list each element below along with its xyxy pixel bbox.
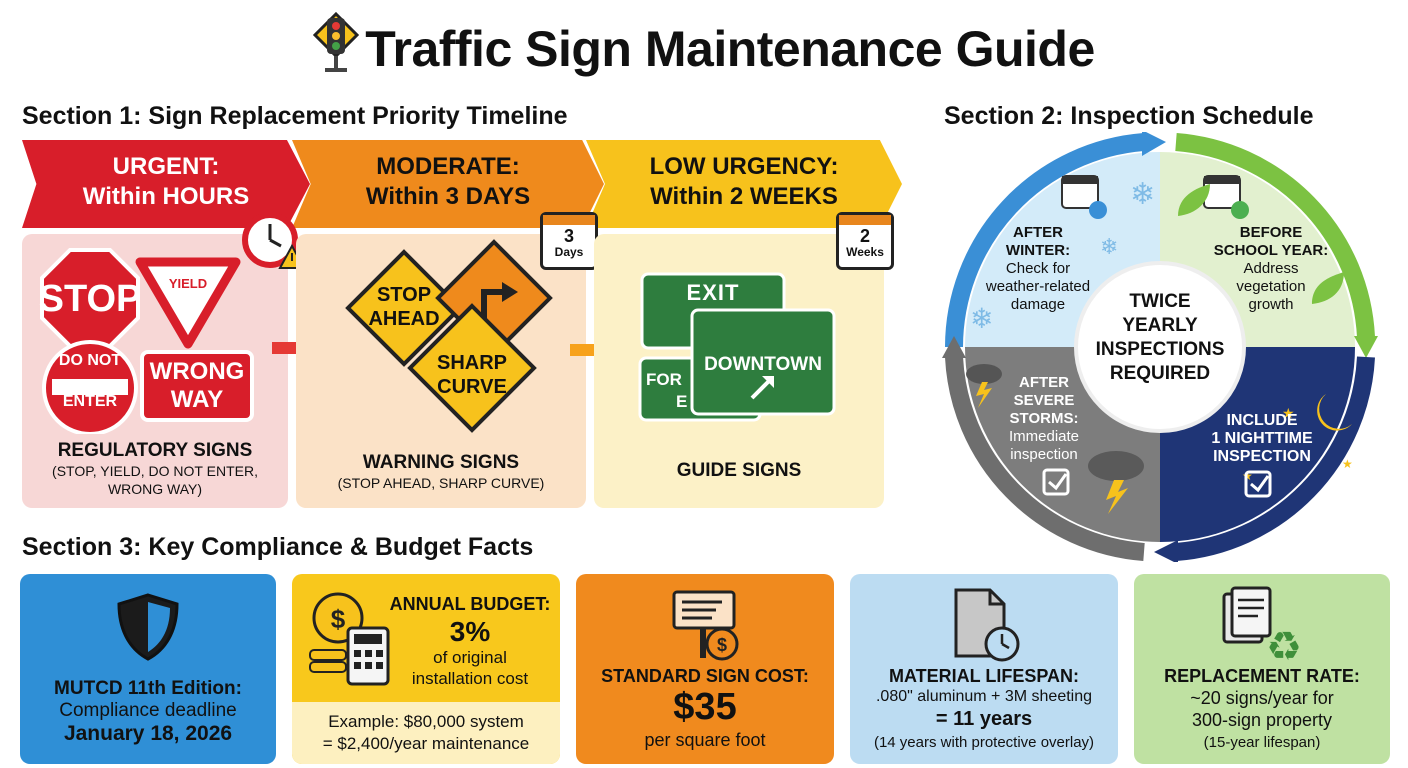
sign-price-icon: $ — [672, 590, 739, 661]
traffic-light-icon — [313, 12, 360, 72]
sign-cost-card: $ STANDARD SIGN COST: $35 per square foo… — [576, 574, 834, 764]
after-winter-text: AFTER WINTER: Check for weather-related … — [985, 224, 1091, 313]
yield-sign-text: YIELD — [168, 276, 208, 291]
regulatory-panel: STOP YIELD DO NOT ENTER WRONG WAY REGULA… — [22, 234, 288, 508]
budget-desc-2: installation cost — [411, 669, 529, 688]
budget-example-area — [292, 702, 560, 764]
regulatory-caption: REGULATORY SIGNS (STOP, YIELD, DO NOT EN… — [52, 440, 258, 497]
lifespan-material: .080" aluminum + 3M sheeting — [875, 688, 1093, 705]
shield-icon — [117, 593, 179, 661]
aluminum-sheet-clock-icon — [954, 588, 1020, 662]
annual-budget-card: $ ANNUAL BUDGET: 3% of original installa… — [292, 574, 560, 764]
section3-heading: Section 3: Key Compliance & Budget Facts — [22, 533, 534, 561]
sharp-curve-line1: SHARP — [436, 352, 507, 374]
twice-yearly-center: TWICE YEARLY INSPECTIONS REQUIRED — [1095, 291, 1225, 384]
exit-sign-text: EXIT — [686, 280, 740, 305]
e-sign-text: E — [676, 392, 688, 411]
coins-calculator-icon: $ — [309, 592, 390, 686]
svg-text:♻: ♻ — [1266, 624, 1302, 666]
warning-panel: STOP AHEAD SHARP CURVE WARNING SIGNS (ST… — [296, 234, 586, 508]
lifespan-overlay: (14 years with protective overlay) — [873, 734, 1095, 751]
warning-signs-illustration — [345, 239, 553, 433]
mutcd-deadline-date: January 18, 2026 — [63, 722, 233, 745]
svg-text:$: $ — [717, 635, 727, 655]
budget-example-2: = $2,400/year maintenance — [322, 734, 530, 753]
lifespan-years: = 11 years — [935, 708, 1033, 730]
inspection-cycle-diagram: ❄ ❄ ❄ ★ ★ ★ — [942, 132, 1378, 562]
svg-text:❄: ❄ — [1100, 235, 1118, 260]
stop-ahead-line2: AHEAD — [368, 308, 440, 330]
mutcd-edition: MUTCD 11th Edition: — [54, 678, 242, 699]
low-urgency-banner: LOW URGENCY: Within 2 WEEKS — [586, 140, 902, 228]
stop-ahead-line1: STOP — [376, 284, 432, 306]
nighttime-text: INCLUDE 1 NIGHTTIME INSPECTION — [1211, 412, 1313, 465]
stopwatch-icon — [242, 206, 306, 269]
replacement-label: REPLACEMENT RATE: — [1164, 666, 1360, 686]
after-storms-text: AFTER SEVERE STORMS: Immediate inspectio… — [1008, 374, 1080, 463]
budget-desc-1: of original — [433, 648, 507, 667]
replacement-rate: ~20 signs/year for — [1190, 688, 1334, 708]
replacement-property: 300-sign property — [1191, 710, 1333, 730]
budget-label: ANNUAL BUDGET: — [389, 594, 551, 614]
svg-text:★: ★ — [1342, 457, 1353, 471]
guide-caption: GUIDE SIGNS — [676, 460, 802, 481]
warning-caption: WARNING SIGNS (STOP AHEAD, SHARP CURVE) — [337, 452, 545, 491]
mutcd-card: MUTCD 11th Edition: Compliance deadline … — [20, 574, 276, 764]
stop-sign-text: STOP — [38, 278, 142, 320]
svg-text:$: $ — [331, 604, 346, 634]
svg-text:❄: ❄ — [1130, 177, 1155, 212]
sign-cost-price: $35 — [673, 686, 737, 728]
urgent-banner: URGENT: Within HOURS — [22, 140, 310, 228]
calendar-2-weeks-icon: 2 Weeks — [836, 212, 894, 270]
page-title: Traffic Sign Maintenance Guide — [0, 12, 1408, 78]
guide-signs-illustration — [638, 272, 836, 422]
downtown-sign-text: DOWNTOWN — [704, 354, 822, 375]
enter-text: ENTER — [62, 393, 118, 410]
lifespan-label: MATERIAL LIFESPAN: — [889, 666, 1079, 686]
material-lifespan-card: MATERIAL LIFESPAN: .080" aluminum + 3M s… — [850, 574, 1118, 764]
budget-percent: 3% — [449, 616, 491, 647]
regulatory-signs-illustration — [40, 248, 254, 434]
sharp-curve-line2: CURVE — [437, 376, 507, 398]
replacement-rate-card: ♻ REPLACEMENT RATE: ~20 signs/year for 3… — [1134, 574, 1390, 764]
svg-text:★: ★ — [1282, 406, 1295, 422]
do-not-text: DO NOT — [58, 352, 122, 369]
guide-panel: EXIT FOR E DOWNTOWN GUIDE SIGNS — [594, 234, 884, 508]
sign-cost-unit: per square foot — [644, 730, 766, 750]
mutcd-deadline-label: Compliance deadline — [59, 700, 237, 721]
svg-text:❄: ❄ — [970, 302, 993, 335]
replacement-lifespan: (15-year lifespan) — [1203, 734, 1321, 751]
calendar-3-days-icon: 3 Days — [540, 212, 598, 270]
for-sign-text: FOR — [646, 370, 682, 389]
section2-heading: Section 2: Inspection Schedule — [944, 102, 1314, 130]
documents-recycle-icon: ♻ — [1222, 586, 1302, 666]
wrong-text: WRONG — [149, 358, 245, 385]
way-text: WAY — [170, 386, 224, 413]
sign-cost-label: STANDARD SIGN COST: — [601, 666, 809, 686]
budget-example-1: Example: $80,000 system — [328, 712, 524, 731]
section1-heading: Section 1: Sign Replacement Priority Tim… — [22, 102, 568, 130]
before-school-text: BEFORE SCHOOL YEAR: Address vegetation g… — [1213, 224, 1329, 313]
